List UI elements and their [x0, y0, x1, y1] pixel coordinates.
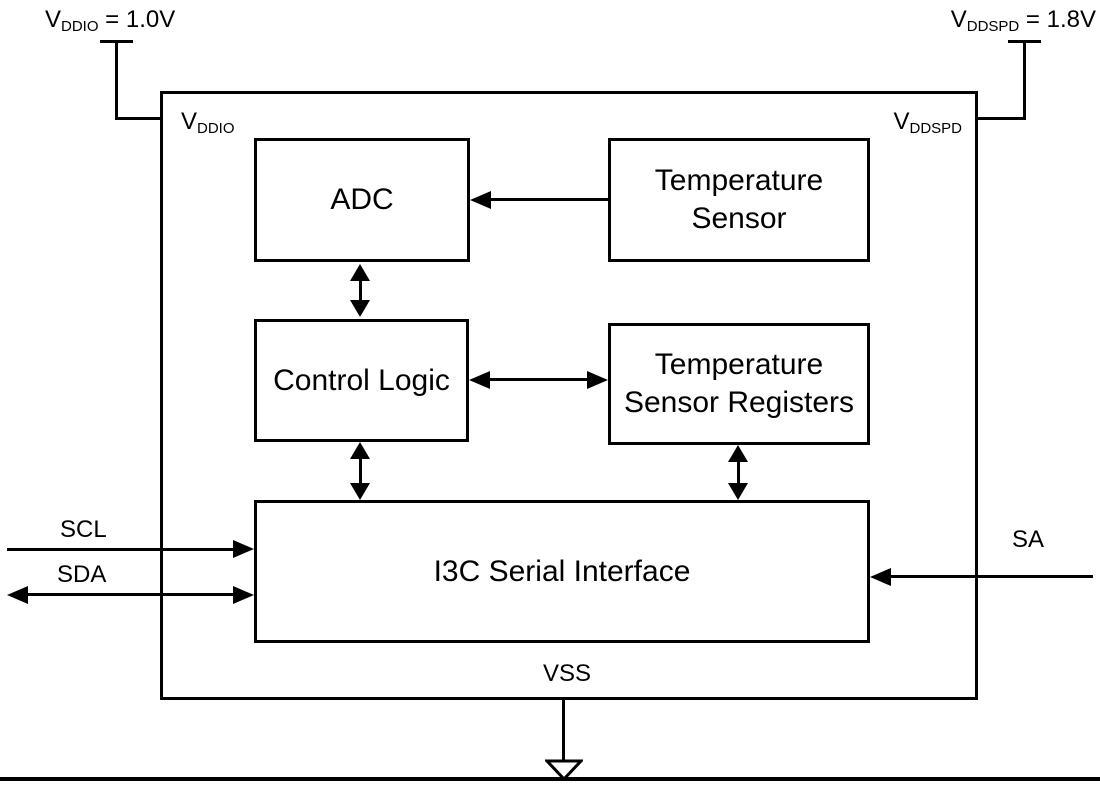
sda-arrowhead-out: [7, 586, 28, 604]
temp-registers-label-line2: Sensor Registers: [623, 386, 855, 419]
wire-controllogic-registers: [483, 378, 593, 381]
vddio-pin-wire-v: [115, 40, 118, 120]
wire-controllogic-i3c: [359, 450, 362, 492]
control-logic-block: Control Logic: [254, 319, 469, 442]
arrowhead-into-registers-bottom: [728, 445, 748, 462]
temp-sensor-registers-block: Temperature Sensor Registers: [608, 323, 870, 445]
vss-pin-label: VSS: [543, 660, 592, 687]
vddspd-pin-wire-v: [1023, 40, 1026, 120]
adc-label: ADC: [330, 183, 394, 216]
arrowhead-into-registers-left: [587, 371, 608, 389]
arrowhead-into-adc: [470, 191, 491, 209]
arrowhead-into-i3c-top-left: [350, 483, 370, 500]
wire-tempsensor-adc: [488, 198, 608, 201]
arrowhead-into-controllogic-top: [350, 300, 370, 317]
scl-pin-label: SCL: [60, 516, 107, 543]
arrowhead-into-adc-bottom: [350, 264, 370, 281]
wire-registers-i3c: [737, 452, 740, 492]
vddspd-supply-label: VDDSPD = 1.8V: [950, 6, 1096, 35]
scl-wire: [7, 548, 235, 551]
temp-registers-label-line1: Temperature: [654, 348, 824, 381]
sa-arrowhead: [870, 568, 891, 586]
scl-arrowhead: [233, 540, 254, 558]
vddspd-pin-wire-h: [977, 117, 1026, 120]
control-logic-label: Control Logic: [273, 363, 450, 397]
vddio-pin-label: VDDIO: [181, 108, 235, 137]
sa-pin-label: SA: [1012, 526, 1045, 553]
sda-pin-label: SDA: [57, 561, 107, 588]
vddio-pin-wire-h: [115, 117, 161, 120]
arrowhead-into-controllogic-right: [469, 371, 490, 389]
sda-wire: [20, 593, 235, 596]
adc-block: ADC: [254, 138, 470, 262]
bottom-rule: [0, 777, 1100, 781]
vddspd-pin-label: VDDSPD: [893, 108, 962, 137]
temp-sensor-label-line2: Sensor: [691, 202, 787, 235]
wire-adc-controllogic: [359, 272, 362, 312]
sa-wire: [888, 575, 1093, 578]
sda-arrowhead-in: [233, 586, 254, 604]
arrowhead-into-controllogic-bottom: [350, 442, 370, 459]
temp-sensor-block: Temperature Sensor: [608, 138, 870, 262]
vddio-supply-label: VDDIO = 1.0V: [45, 6, 176, 35]
vss-wire: [562, 700, 565, 761]
temp-sensor-label-line1: Temperature: [654, 164, 824, 197]
i3c-label: I3C Serial Interface: [433, 554, 691, 588]
i3c-serial-interface-block: I3C Serial Interface: [254, 500, 870, 643]
arrowhead-into-i3c-top-right: [728, 483, 748, 500]
ground-symbol: [545, 759, 583, 781]
